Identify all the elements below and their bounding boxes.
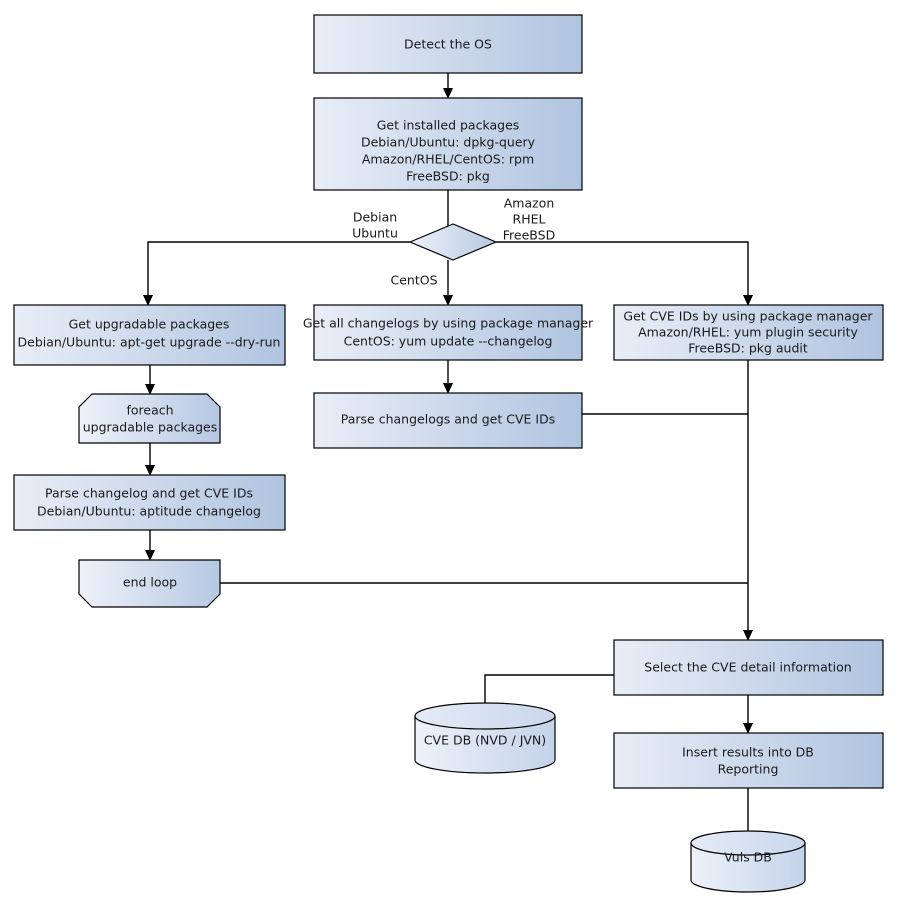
edge-select-to-insert bbox=[743, 695, 753, 734]
datastore-cve-db[interactable]: CVE DB (NVD / JVN) bbox=[414, 702, 556, 774]
node-get-installed-packages-line-3: FreeBSD: pkg bbox=[406, 169, 490, 184]
edge-label-amazon-rhel-freebsd-line-2: FreeBSD bbox=[503, 228, 555, 243]
node-parse-changelog-cve-deb[interactable]: Parse changelog and get CVE IDs Debian/U… bbox=[13, 474, 286, 531]
node-select-cve-detail-line-0: Select the CVE detail information bbox=[644, 660, 851, 675]
node-parse-changelogs-cve-line-0: Parse changelogs and get CVE IDs bbox=[341, 412, 555, 427]
edge-foreach-to-parse-changelog bbox=[145, 443, 155, 476]
node-foreach-upgradable-line-0: foreach bbox=[126, 403, 173, 418]
node-foreach-upgradable-line-1: upgradable packages bbox=[83, 420, 218, 435]
edge-upgradable-to-foreach bbox=[145, 365, 155, 395]
edge-label-debian-ubuntu: Debian Ubuntu bbox=[352, 210, 398, 241]
node-get-upgradable-packages-line-1: Debian/Ubuntu: apt-get upgrade --dry-run bbox=[18, 335, 281, 350]
edge-label-amazon-rhel-freebsd-line-1: RHEL bbox=[513, 212, 546, 227]
node-insert-results[interactable]: Insert results into DB Reporting bbox=[613, 732, 884, 789]
edge-decision-to-upgradable bbox=[143, 241, 410, 306]
node-foreach-upgradable[interactable]: foreach upgradable packages bbox=[78, 393, 221, 444]
node-detect-os-line-0: Detect the OS bbox=[404, 37, 492, 52]
datastore-vuls-db[interactable]: Vuls DB bbox=[690, 830, 806, 893]
edge-label-debian-ubuntu-line-0: Debian bbox=[353, 210, 397, 225]
node-parse-changelog-cve-deb-line-0: Parse changelog and get CVE IDs bbox=[45, 486, 253, 501]
node-get-cve-ids-pkgmgr[interactable]: Get CVE IDs by using package manager Ama… bbox=[613, 304, 884, 361]
node-end-loop-line-0: end loop bbox=[123, 575, 177, 590]
datastore-cve-db-label: CVE DB (NVD / JVN) bbox=[424, 733, 546, 748]
node-get-upgradable-packages[interactable]: Get upgradable packages Debian/Ubuntu: a… bbox=[13, 304, 286, 366]
edge-detect-os-to-get-installed bbox=[443, 73, 453, 99]
node-get-all-changelogs-line-0: Get all changelogs by using package mana… bbox=[303, 316, 594, 331]
node-get-installed-packages-line-0: Get installed packages bbox=[377, 118, 520, 133]
edge-label-centos-line-0: CentOS bbox=[390, 273, 437, 288]
node-os-decision[interactable] bbox=[408, 223, 498, 261]
node-get-cve-ids-pkgmgr-line-2: FreeBSD: pkg audit bbox=[688, 341, 808, 356]
edge-decision-to-changelogs bbox=[443, 260, 453, 306]
edge-changelogs-to-parse bbox=[443, 360, 453, 394]
node-get-installed-packages[interactable]: Get installed packages Debian/Ubuntu: dp… bbox=[313, 97, 583, 191]
node-get-installed-packages-line-1: Debian/Ubuntu: dpkg-query bbox=[361, 135, 536, 150]
edge-parse-changelog-to-end-loop bbox=[145, 530, 155, 561]
node-insert-results-line-1: Reporting bbox=[718, 762, 779, 777]
node-get-all-changelogs[interactable]: Get all changelogs by using package mana… bbox=[303, 304, 594, 361]
node-get-upgradable-packages-line-0: Get upgradable packages bbox=[69, 317, 230, 332]
edge-label-centos: CentOS bbox=[390, 273, 437, 288]
node-end-loop[interactable]: end loop bbox=[78, 559, 221, 608]
edge-label-amazon-rhel-freebsd-line-0: Amazon bbox=[504, 196, 555, 211]
edge-decision-to-cve-ids bbox=[496, 241, 753, 306]
node-parse-changelogs-cve[interactable]: Parse changelogs and get CVE IDs bbox=[313, 392, 583, 449]
node-get-installed-packages-line-2: Amazon/RHEL/CentOS: rpm bbox=[362, 152, 534, 167]
node-get-cve-ids-pkgmgr-line-1: Amazon/RHEL: yum plugin security bbox=[638, 325, 858, 340]
node-insert-results-line-0: Insert results into DB bbox=[682, 745, 814, 760]
node-get-cve-ids-pkgmgr-line-0: Get CVE IDs by using package manager bbox=[623, 309, 873, 324]
edge-cve-ids-to-select bbox=[743, 360, 753, 641]
node-detect-os[interactable]: Detect the OS bbox=[313, 14, 583, 74]
edge-label-debian-ubuntu-line-1: Ubuntu bbox=[352, 226, 398, 241]
datastore-vuls-db-label: Vuls DB bbox=[724, 850, 772, 865]
node-select-cve-detail[interactable]: Select the CVE detail information bbox=[613, 639, 884, 696]
node-parse-changelog-cve-deb-line-1: Debian/Ubuntu: aptitude changelog bbox=[37, 504, 261, 519]
edge-label-amazon-rhel-freebsd: Amazon RHEL FreeBSD bbox=[503, 196, 555, 243]
node-get-all-changelogs-line-1: CentOS: yum update --changelog bbox=[344, 334, 553, 349]
